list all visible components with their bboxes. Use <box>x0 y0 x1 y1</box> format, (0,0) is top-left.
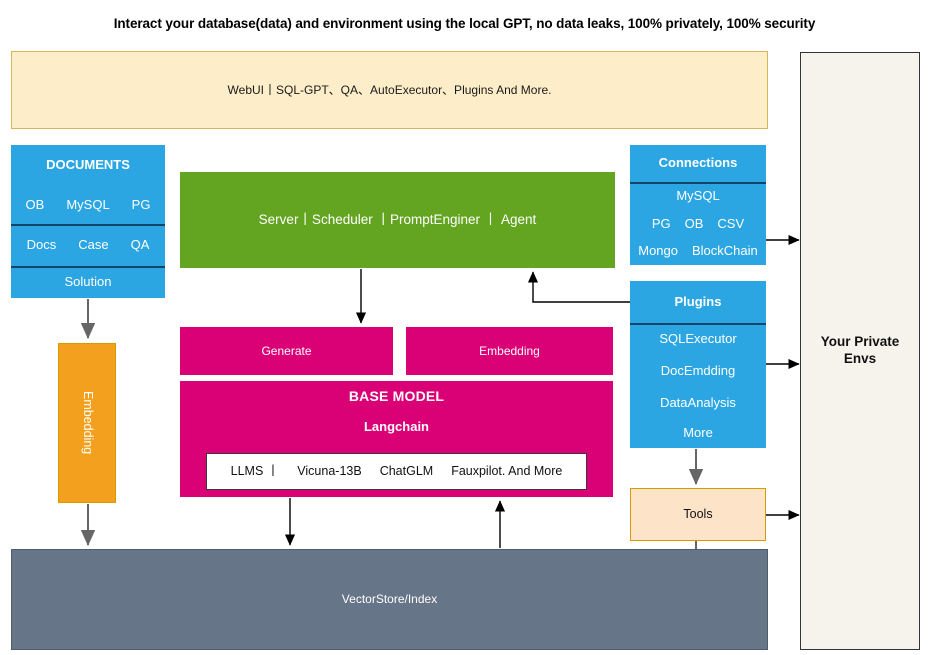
webui-banner[interactable]: WebUI丨SQL-GPT、QA、AutoExecutor、Plugins An… <box>11 51 768 129</box>
documents-block[interactable]: DOCUMENTS OB MySQL PG Docs Case QA Solut… <box>11 145 165 298</box>
server-label: Server丨Scheduler 丨PromptEnginer 丨 Agent <box>258 211 537 227</box>
plugin-docemdding[interactable]: DocEmdding <box>660 362 736 378</box>
connections-row-1: MySQL <box>630 182 766 210</box>
embedding-block[interactable]: Embedding <box>406 327 613 375</box>
private-envs-panel[interactable]: Your Private Envs <box>800 52 920 650</box>
connections-block[interactable]: Connections MySQL PG OB CSV Mongo BlockC… <box>630 145 766 265</box>
connections-row-2: PG OB CSV <box>630 210 766 238</box>
base-model-subtitle: Langchain <box>363 418 429 434</box>
connection-ob[interactable]: OB <box>684 215 704 231</box>
arrow-plugins-to-server <box>527 271 630 303</box>
documents-sources-row: OB MySQL PG <box>11 186 165 224</box>
private-envs-line2: Envs <box>843 351 877 366</box>
plugin-more[interactable]: More <box>683 425 713 441</box>
documents-source-mysql[interactable]: MySQL <box>66 196 110 212</box>
connection-pg[interactable]: PG <box>651 215 671 231</box>
llm-vicuna[interactable]: Vicuna-13B <box>297 463 362 478</box>
llms-label: LLMS 丨 <box>230 463 280 478</box>
documents-divider-2 <box>11 266 165 268</box>
server-block[interactable]: Server丨Scheduler 丨PromptEnginer 丨 Agent <box>180 172 615 268</box>
documents-type-case[interactable]: Case <box>78 236 109 252</box>
tools-label: Tools <box>683 506 713 521</box>
page-title: Interact your database(data) and environ… <box>113 16 816 31</box>
connections-divider <box>630 182 766 184</box>
documents-source-ob[interactable]: OB <box>25 196 45 212</box>
documents-source-pg[interactable]: PG <box>131 196 151 212</box>
connection-csv[interactable]: CSV <box>717 215 745 231</box>
tools-block[interactable]: Tools <box>630 488 766 541</box>
connection-mysql[interactable]: MySQL <box>676 187 720 203</box>
vectorstore-label: VectorStore/Index <box>341 592 438 606</box>
plugin-dataanalysis[interactable]: DataAnalysis <box>660 394 736 410</box>
private-envs-line1: Your Private <box>820 334 900 350</box>
plugin-sqlexecutor[interactable]: SQLExecutor <box>659 330 737 346</box>
vectorstore-block[interactable]: VectorStore/Index <box>11 549 768 650</box>
documents-type-qa[interactable]: QA <box>130 236 150 252</box>
connection-blockchain[interactable]: BlockChain <box>691 243 758 259</box>
base-model-block[interactable]: BASE MODEL Langchain LLMS 丨 Vicuna-13B C… <box>180 381 613 497</box>
connection-mongo[interactable]: Mongo <box>638 243 678 259</box>
connections-header: Connections <box>658 155 738 171</box>
documents-divider-1 <box>11 224 165 226</box>
generate-block[interactable]: Generate <box>180 327 393 375</box>
embedding-pipeline-block[interactable]: Embedding <box>58 343 116 503</box>
base-model-title: BASE MODEL <box>348 387 445 404</box>
connections-row-3: Mongo BlockChain <box>630 238 766 265</box>
llms-strip: LLMS 丨 Vicuna-13B ChatGLM Fauxpilot. And… <box>206 453 587 490</box>
plugins-block[interactable]: Plugins SQLExecutor DocEmdding DataAnaly… <box>630 281 766 448</box>
llm-chatglm[interactable]: ChatGLM <box>379 463 434 478</box>
documents-solution[interactable]: Solution <box>64 273 112 289</box>
documents-types-row: Docs Case QA <box>11 224 165 266</box>
documents-header: DOCUMENTS <box>46 157 130 173</box>
embedding-label: Embedding <box>479 343 540 358</box>
embedding-pipeline-label: Embedding <box>80 391 95 455</box>
documents-type-docs[interactable]: Docs <box>26 236 57 252</box>
generate-label: Generate <box>261 343 312 358</box>
plugins-header: Plugins <box>674 293 722 309</box>
llm-fauxpilot[interactable]: Fauxpilot. And More <box>451 463 563 478</box>
webui-label: WebUI丨SQL-GPT、QA、AutoExecutor、Plugins An… <box>227 82 552 97</box>
plugins-divider <box>630 323 766 325</box>
